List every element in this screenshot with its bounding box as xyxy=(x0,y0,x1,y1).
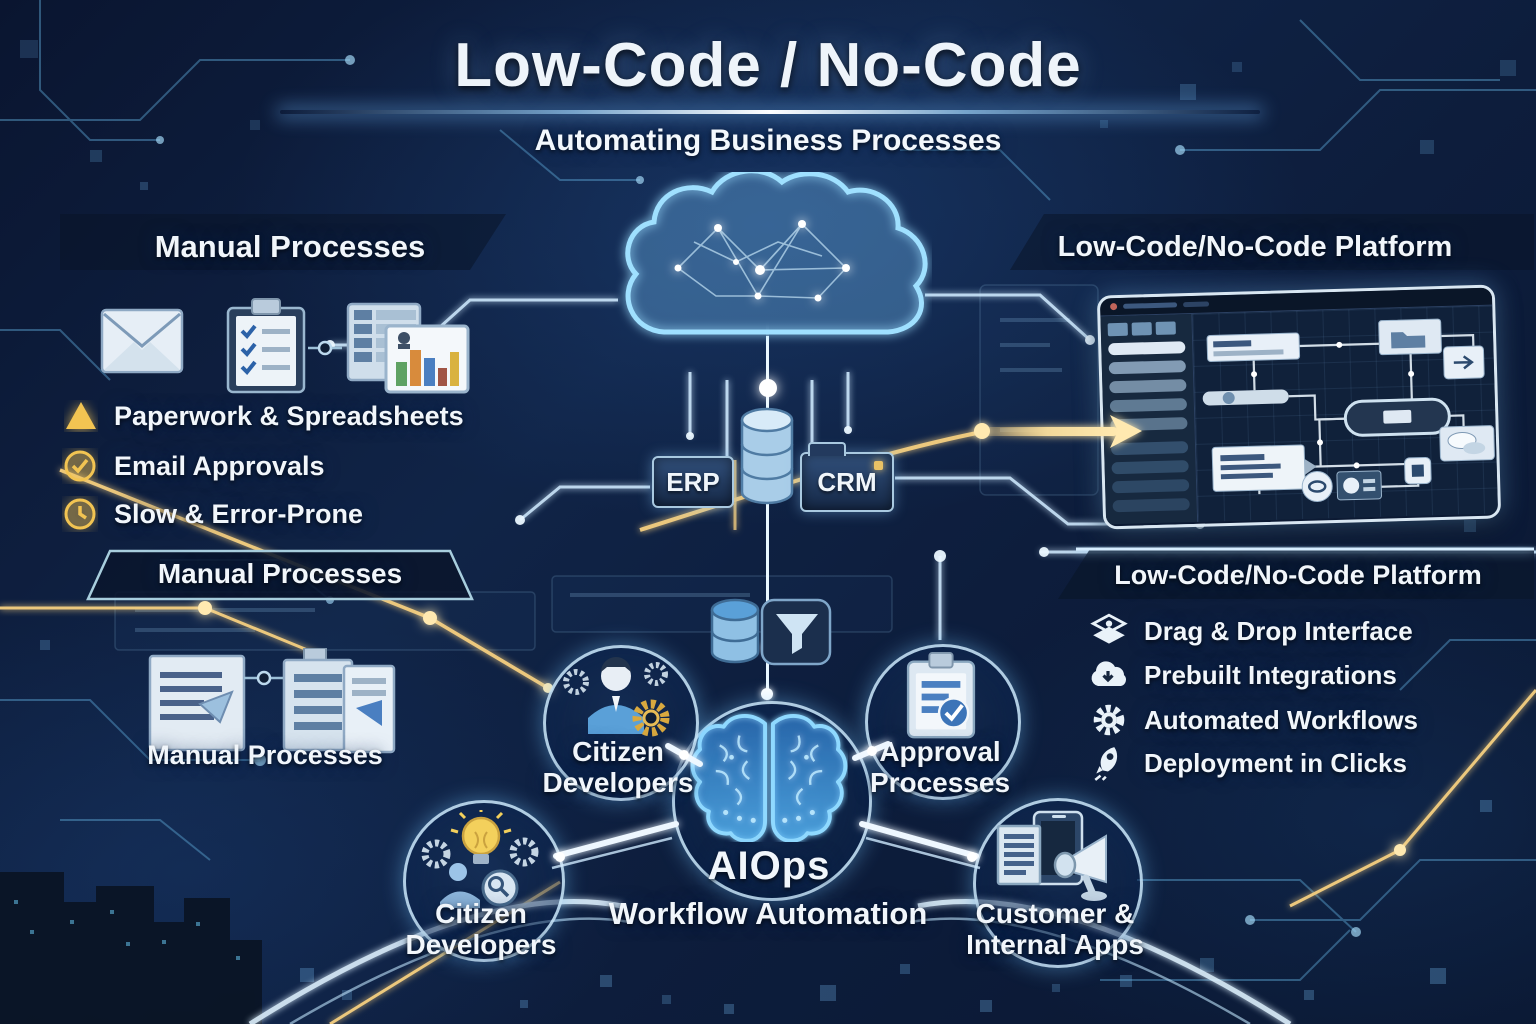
apps-megaphone-icon xyxy=(996,810,1107,901)
page-title: Low-Code / No-Code xyxy=(454,31,1082,100)
approval-clipboard-icon xyxy=(906,652,976,739)
manual-bullet-slow: Slow & Error-Prone xyxy=(62,496,363,532)
skyline-silhouette xyxy=(0,872,262,1024)
erp-label: ERP xyxy=(666,466,720,497)
check-circle-icon xyxy=(64,450,96,482)
workflow-builder-diagram xyxy=(1202,318,1495,503)
manual-bullet-paperwork: Paperwork & Spreadsheets xyxy=(64,400,464,432)
citizen-developers-lower-label: Citizen Developers xyxy=(405,898,557,961)
cloud-network-icon xyxy=(625,172,928,335)
feature-deployment: Deployment in Clicks xyxy=(1090,744,1407,782)
envelope-icon xyxy=(100,308,184,374)
platform-subheading-band xyxy=(1058,547,1534,599)
erp-system-box: ERP xyxy=(652,456,734,508)
crm-notification-dot xyxy=(874,461,883,470)
platform-subheading: Low-Code/No-Code Platform xyxy=(1114,560,1482,590)
citizen-developer-icon xyxy=(563,657,670,737)
feature-workflows: Automated Workflows xyxy=(1090,701,1418,739)
data-funnel-icon xyxy=(710,598,832,666)
customer-internal-apps-label: Customer & Internal Apps xyxy=(966,898,1144,961)
feature-drag-drop: Drag & Drop Interface xyxy=(1090,612,1413,650)
paper-documents-icon xyxy=(148,648,396,754)
innovation-bulb-icon xyxy=(421,810,539,908)
crm-label: CRM xyxy=(817,466,877,497)
aiops-label: AIOps xyxy=(707,844,831,888)
manual-processes-banner-shape xyxy=(86,549,474,601)
cloud-integration-icon xyxy=(1091,661,1126,686)
citizen-developers-upper-label: Citizen Developers xyxy=(542,736,694,799)
page-subtitle: Automating Business Processes xyxy=(534,124,1002,157)
database-icon xyxy=(740,407,794,505)
manual-bullet-email: Email Approvals xyxy=(62,448,325,484)
spreadsheet-chart-icon xyxy=(346,302,470,394)
approval-processes-label: Approval Processes xyxy=(869,736,1011,799)
feature-integrations: Prebuilt Integrations xyxy=(1088,657,1397,693)
laptop-sidebar xyxy=(1100,313,1199,525)
workflow-automation-caption: Workflow Automation xyxy=(608,896,928,931)
manual-heading-band xyxy=(60,214,506,270)
crm-folder-tab xyxy=(808,442,846,456)
manual-processes-banner: Manual Processes xyxy=(157,558,403,589)
crm-system-box: CRM xyxy=(800,442,894,512)
clock-circle-icon xyxy=(64,498,96,530)
gear-icon xyxy=(1093,704,1125,736)
clipboard-checklist-icon xyxy=(226,298,306,394)
title-divider xyxy=(280,110,1260,114)
laptop-workflow-canvas xyxy=(1192,305,1499,522)
manual-processes-heading: Manual Processes xyxy=(154,229,426,264)
drag-drop-icon xyxy=(1090,613,1128,644)
manual-icons-row xyxy=(100,298,470,394)
platform-heading: Low-Code/No-Code Platform xyxy=(1057,231,1453,263)
warning-triangle-icon xyxy=(66,402,96,429)
platform-heading-band xyxy=(1010,214,1534,270)
rocket-icon xyxy=(1094,747,1118,781)
brain-icon xyxy=(690,713,848,842)
manual-processes-caption: Manual Processes xyxy=(147,740,383,770)
platform-builder-laptop xyxy=(1096,284,1502,530)
